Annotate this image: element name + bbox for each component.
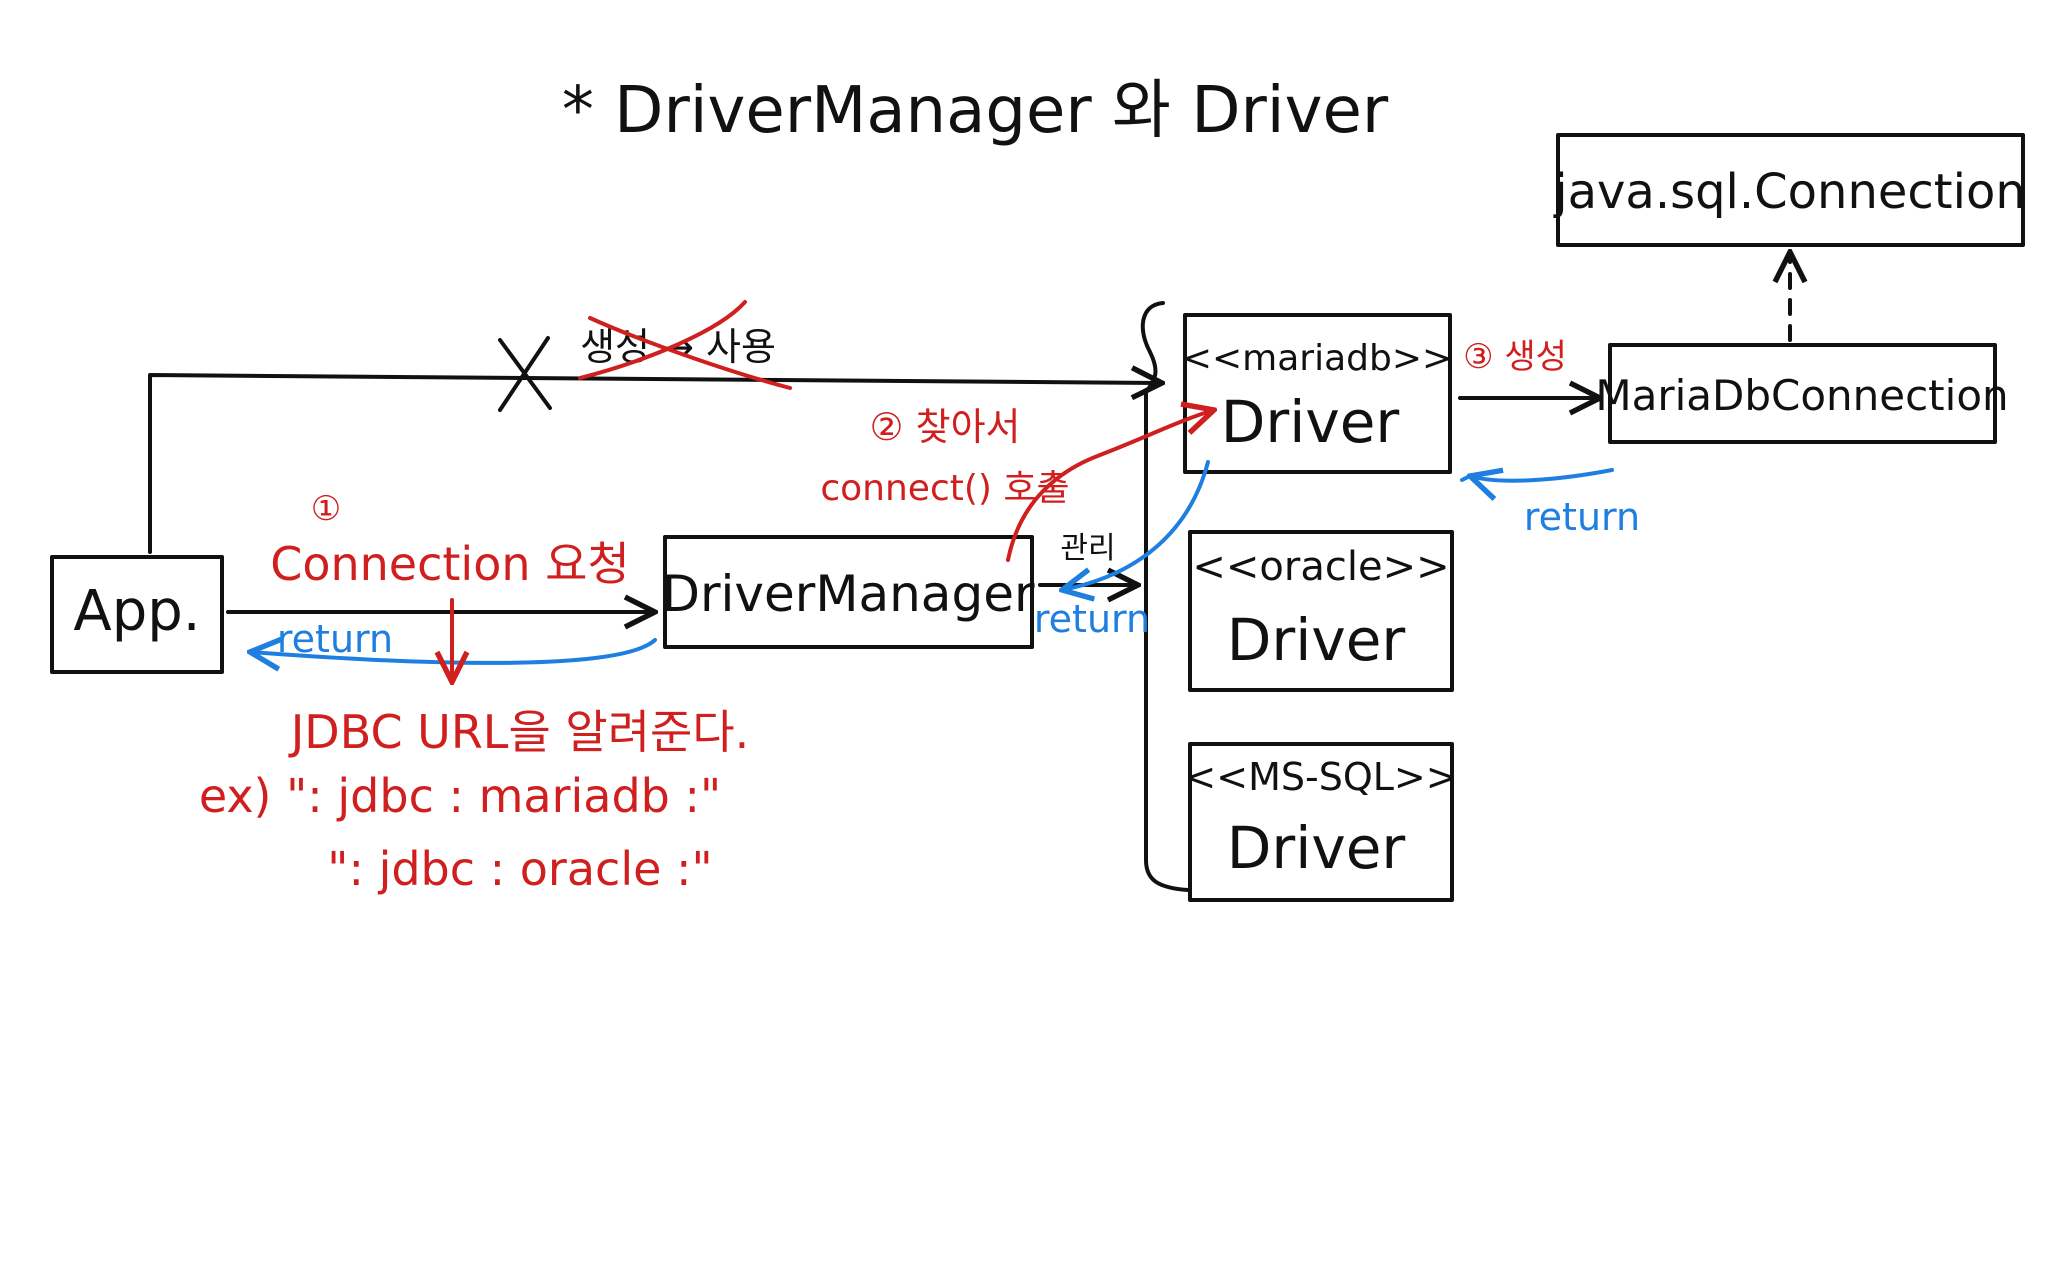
direct-use-path: [148, 375, 1162, 554]
mariadb-stereotype: <<mariadb>>: [1182, 338, 1452, 379]
step2-line1: ② 찾아서: [869, 405, 1020, 449]
connect-call-arrow: [1006, 410, 1214, 562]
driver-manager-label: DriverManager: [661, 565, 1034, 623]
mssql-driver-box: [1188, 742, 1454, 902]
oracle-stereotype: <<oracle>>: [1192, 544, 1449, 590]
oracle-driver-name: Driver: [1227, 606, 1406, 674]
manage-label: 관리: [1060, 531, 1115, 566]
step1-number: ①: [311, 489, 341, 529]
step3-label: ③ 생성: [1463, 337, 1567, 377]
java-connection-label: java.sql.Connection: [1553, 164, 2026, 220]
mssql-driver-name: Driver: [1227, 814, 1406, 882]
app-label: App.: [73, 579, 200, 644]
jdbc-note-line1: JDBC URL을 알려준다.: [288, 705, 750, 759]
return-to-manager-arrow: [1062, 460, 1210, 590]
mariadb-driver-box: [1183, 313, 1452, 474]
step1-label: Connection 요청: [270, 537, 630, 591]
oracle-driver-box: [1188, 530, 1454, 692]
return-to-driver-label: return: [1524, 495, 1640, 539]
driver-manager-box: [663, 535, 1034, 649]
return-to-app-arrow: [250, 640, 657, 663]
return-to-manager-label: return: [1034, 597, 1150, 641]
step2-line2: connect() 호출: [820, 468, 1069, 509]
java-connection-box: [1556, 133, 2025, 247]
return-to-driver-arrow: [1470, 470, 1614, 481]
mariadb-driver-name: Driver: [1221, 388, 1400, 456]
direct-path-x-mark: [498, 336, 552, 412]
crossed-text-strike-2: [588, 316, 792, 390]
mssql-stereotype: <<MS-SQL>>: [1184, 755, 1457, 799]
crossed-text-strike: [578, 300, 747, 380]
maria-connection-label: MariaDbConnection: [1595, 371, 2008, 420]
app-box: [50, 555, 224, 674]
return-to-driver-tail: [1460, 474, 1472, 482]
return-to-app-label: return: [277, 617, 393, 661]
crossed-text: 생성 → 사용: [580, 325, 776, 369]
jdbc-note-line2: ex) ": jdbc : mariadb :": [199, 769, 721, 823]
maria-connection-box: [1608, 343, 1997, 444]
jdbc-note-line3: ": jdbc : oracle :": [327, 842, 712, 896]
page-title: * DriverManager 와 Driver: [562, 74, 1389, 148]
